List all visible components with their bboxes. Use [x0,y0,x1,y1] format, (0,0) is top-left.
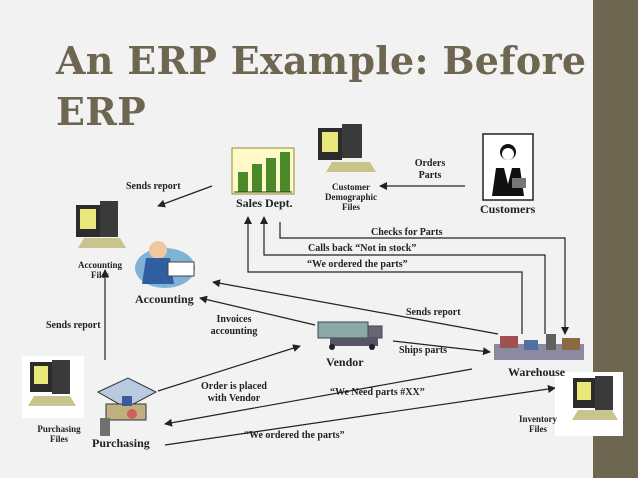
arrows [101,182,569,446]
ships-parts-label: Ships parts [399,345,448,356]
we-ordered-sales-label: “We ordered the parts” [307,259,408,270]
we-ordered-purchasing-label: “We ordered the parts” [244,430,345,441]
arrow-vendor-to-accounting [199,295,316,326]
slide-title-line1: An ERP Example: Before [56,38,587,83]
calls-back-label: Calls back “Not in stock” [308,243,417,254]
customer-files-label: Customer Demographic Files [325,182,377,212]
arrow-warehouse-to-accounting [212,279,499,335]
orders-parts-label: Orders Parts [414,158,446,181]
customers-label: Customers [480,202,536,216]
office-desk-icon [96,377,158,436]
computer-icon [22,356,84,418]
inventory-files-label: Inventory Files [519,414,557,434]
computer-icon [318,124,376,172]
arrow-checks-for-parts [279,222,569,335]
arrow-purchasing-to-vendor [157,344,301,392]
businessman-icon [482,133,534,201]
arrow-vendor-to-warehouse [392,340,491,356]
warehouse-icon [494,334,584,360]
accountant-icon [135,241,195,288]
arrow-we-ordered-sales [244,216,523,334]
arrow-purchasing-to-inventory [164,385,556,446]
truck-icon [317,321,383,350]
order-placed-label: Order is placed with Vendor [201,381,267,404]
warehouse-label: Warehouse [508,365,566,379]
purchasing-files-label: Purchasing Files [37,424,81,444]
checks-for-parts-label: Checks for Parts [371,227,443,238]
arrow-warehouse-to-purchasing [164,368,473,427]
computer-icon [76,201,126,248]
sends-report-purchasing-label: Sends report [46,320,101,331]
slide-title-line2: ERP [56,89,147,134]
sends-report-warehouse-label: Sends report [406,307,461,318]
vendor-label: Vendor [326,355,364,369]
accounting-files-label: Accounting Files [77,260,122,280]
accounting-label: Accounting [135,292,194,306]
purchasing-label: Purchasing [92,436,150,450]
computer-icon [555,372,623,436]
we-need-parts-label: “We Need parts #XX” [330,387,425,398]
invoices-accounting-label: Invoices accounting [210,314,258,337]
arrow-sales-to-accounting-files [157,185,213,208]
sales-dept-label: Sales Dept. [236,196,293,210]
sends-report-sales-label: Sends report [126,181,181,192]
arrow-calls-back [260,216,546,334]
bar-chart-icon [231,147,295,195]
